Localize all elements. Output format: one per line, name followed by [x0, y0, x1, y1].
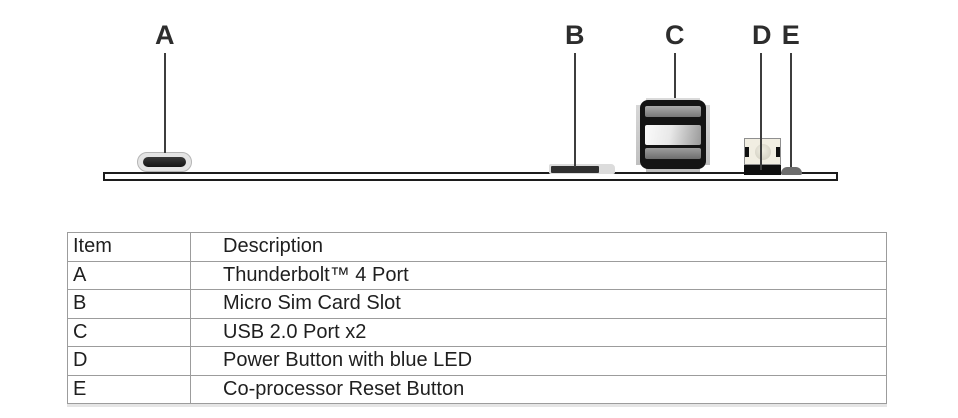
table-row: A Thunderbolt™ 4 Port	[67, 260, 887, 290]
thunderbolt-port-opening	[143, 157, 186, 167]
item-cell: D	[67, 346, 191, 376]
power-button-notch-right	[776, 147, 780, 157]
port-description-table: Item Description A Thunderbolt™ 4 Port B…	[67, 232, 887, 404]
description-cell: Co-processor Reset Button	[190, 374, 887, 404]
table-row: D Power Button with blue LED	[67, 346, 887, 376]
usb-port-lower-tongue	[645, 148, 701, 159]
table-row: E Co-processor Reset Button	[67, 374, 887, 404]
table-header-row: Item Description	[67, 232, 887, 262]
leader-line-b	[574, 53, 576, 167]
column-header-item: Item	[67, 232, 191, 262]
reset-button-icon	[781, 167, 802, 175]
port-label-b: B	[565, 20, 585, 50]
leader-line-a	[164, 53, 166, 153]
power-button-base	[744, 162, 781, 175]
usb-port-divider	[645, 125, 701, 145]
item-cell: A	[67, 260, 191, 290]
usb-port-upper-tongue	[645, 106, 701, 117]
description-cell: Thunderbolt™ 4 Port	[190, 260, 887, 290]
device-edge-panel	[103, 172, 838, 181]
port-label-a: A	[155, 20, 175, 50]
leader-line-e	[790, 53, 792, 167]
power-button-icon	[744, 138, 781, 165]
port-label-e: E	[781, 20, 801, 50]
column-header-description: Description	[190, 232, 887, 262]
item-cell: B	[67, 289, 191, 319]
description-cell: Power Button with blue LED	[190, 346, 887, 376]
table-row: B Micro Sim Card Slot	[67, 289, 887, 319]
description-cell: USB 2.0 Port x2	[190, 317, 887, 347]
sim-card-slot-icon	[551, 166, 599, 173]
port-label-c: C	[665, 20, 685, 50]
leader-line-c	[674, 53, 676, 98]
dual-usb-port-icon	[640, 100, 706, 169]
item-cell: C	[67, 317, 191, 347]
description-cell: Micro Sim Card Slot	[190, 289, 887, 319]
power-button-notch-left	[745, 147, 749, 157]
port-label-d: D	[752, 20, 772, 50]
leader-line-d	[760, 53, 762, 170]
table-row: C USB 2.0 Port x2	[67, 317, 887, 347]
power-button-cap	[755, 144, 771, 160]
thunderbolt-port-icon	[137, 152, 192, 172]
item-cell: E	[67, 374, 191, 404]
